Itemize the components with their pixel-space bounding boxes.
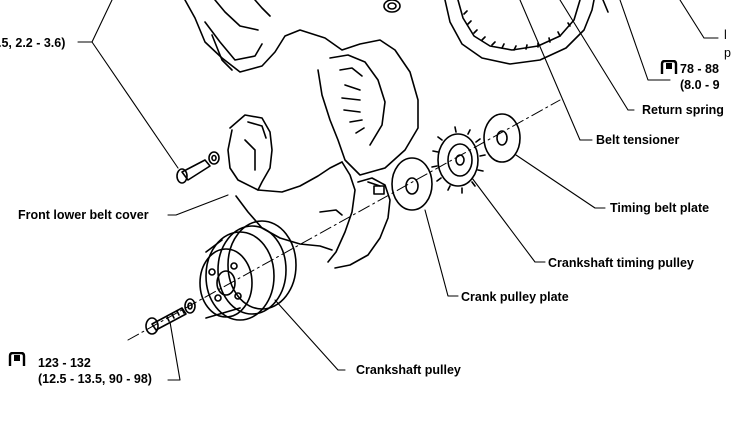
crank-bolt-shape (145, 298, 196, 335)
bolt-torque-value-2: (12.5 - 13.5, 90 - 98) (38, 372, 152, 386)
label-crankshaft-pulley: Crankshaft pulley (356, 363, 461, 377)
crankshaft-pulley-shape (199, 220, 297, 321)
timing-pulley-gear (431, 126, 486, 194)
upper-belt-cover (184, 0, 419, 176)
lower-belt-cover (227, 114, 391, 269)
torque-wrench-icon (660, 60, 678, 74)
cover-bolt (176, 151, 220, 184)
timing-belt-plate-shape (483, 113, 521, 163)
crank-pulley-plate-shape (391, 157, 433, 211)
label-partial-2: p (724, 46, 731, 60)
label-partial-1: l (724, 28, 727, 42)
label-crankshaft-timing-pulley: Crankshaft timing pulley (548, 256, 694, 270)
label-front-lower-belt-cover: Front lower belt cover (18, 208, 149, 222)
bolt-torque-value: 123 - 132 (38, 356, 91, 370)
label-return-spring: Return spring (642, 103, 724, 117)
top-bolt (383, 0, 401, 13)
label-crank-pulley-plate: Crank pulley plate (461, 290, 569, 304)
right-torque-value: 78 - 88 (680, 62, 719, 76)
label-belt-tensioner: Belt tensioner (596, 133, 680, 147)
timing-belt (444, 0, 609, 65)
right-torque-value-2: (8.0 - 9 (680, 78, 720, 92)
label-timing-belt-plate: Timing belt plate (610, 201, 710, 215)
leader-lines (77, 0, 719, 381)
center-axis (127, 99, 561, 341)
top-torque-spec: .5, 2.2 - 3.6) (0, 36, 66, 50)
torque-wrench-icon-bolt (8, 352, 26, 366)
